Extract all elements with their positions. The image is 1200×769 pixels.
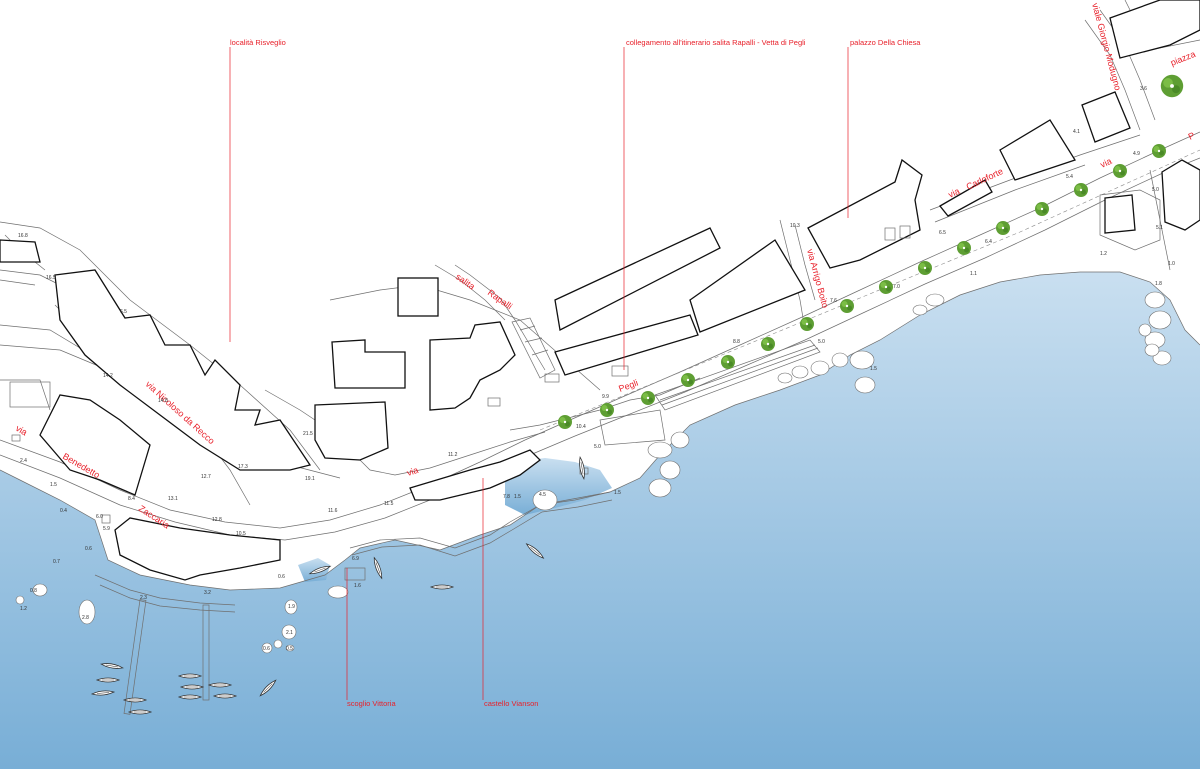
elevation-label: 14.8 [158, 398, 168, 404]
elevation-label: 3.2 [204, 590, 211, 596]
elevation-label: 19.1 [305, 476, 315, 482]
elevation-label: 0.6 [85, 546, 92, 552]
elevation-label: 2.8 [82, 615, 89, 621]
elevation-label: 12.7 [201, 474, 211, 480]
elevation-label: 11.6 [328, 508, 338, 514]
elevation-label: 8.4 [128, 496, 135, 502]
elevation-label: 10.4 [576, 424, 586, 430]
elevation-label: 1.8 [1155, 281, 1162, 287]
elevation-label: 2.3 [140, 595, 147, 601]
buildings [0, 0, 1200, 581]
elevation-label: 5.0 [594, 444, 601, 450]
elevation-label: 0.7 [53, 559, 60, 565]
elevation-label: 9.9 [602, 394, 609, 400]
elevation-label: 4.1 [1073, 129, 1080, 135]
elevation-label: 5.9 [103, 526, 110, 532]
elevation-label: 5.1 [1156, 225, 1163, 231]
elevation-label: 1.2 [20, 606, 27, 612]
rocks-breakwater [15, 291, 1172, 654]
elevation-label: 1.5 [50, 482, 57, 488]
elevation-label: 0.6 [263, 646, 270, 652]
elevation-label: 5.0 [818, 339, 825, 345]
label-castello-vianson: castello Vianson [484, 699, 538, 708]
street-pegli: Pegli [617, 378, 639, 394]
label-localita-risveglio: località Risveglio [230, 38, 286, 47]
elevation-label: 12.8 [212, 517, 222, 523]
elevation-label: 6.5 [939, 230, 946, 236]
elevation-label: 17.3 [238, 464, 248, 470]
elevation-label: 6.0 [96, 514, 103, 520]
elevation-label: 1.9 [288, 604, 295, 610]
elevation-label: 2.4 [20, 458, 27, 464]
elevation-label: 1.5 [870, 366, 877, 372]
elevation-label: 5.0 [1152, 187, 1159, 193]
street-piazza: piazza [1169, 49, 1197, 68]
elevation-label: 10.5 [236, 531, 246, 537]
elevation-label: 3.6 [1140, 86, 1147, 92]
street-via-right: via [1099, 156, 1114, 170]
elevation-label: 14.2 [103, 373, 113, 379]
elevation-label: 13.1 [168, 496, 178, 502]
elevation-label: 1.5 [514, 494, 521, 500]
elevation-label: 7.6 [830, 298, 837, 304]
elevation-label: 6.5 [120, 309, 127, 315]
elevation-label: 1.2 [1100, 251, 1107, 257]
elevation-label: 0.6 [278, 574, 285, 580]
annotation-leaders [229, 47, 849, 700]
elevation-label: 5.4 [1066, 174, 1073, 180]
elevation-label: 1.6 [354, 583, 361, 589]
elevation-label: 21.5 [303, 431, 313, 437]
street-salita: salita [454, 271, 477, 291]
label-collegamento: collegamento all'itinerario salita Rapal… [626, 38, 806, 47]
street-via-carloforte-a: via [947, 186, 962, 200]
elevation-label: 1.5 [614, 490, 621, 496]
street-via-left: via [14, 423, 29, 437]
elevation-label: 4.9 [1133, 151, 1140, 157]
spot-elevations: 16.8 16.5 14.2 14.8 17.3 19.1 21.5 12.7 … [18, 86, 1175, 652]
sea [0, 272, 1200, 769]
elevation-label: 0.4 [60, 508, 67, 514]
stairs-promenade [511, 317, 821, 446]
elevation-label: 6.9 [352, 556, 359, 562]
elevation-label: 10.3 [790, 223, 800, 229]
elevation-label: 11.2 [448, 452, 458, 458]
elevation-label: 0.8 [30, 588, 37, 594]
elevation-label: 4.5 [539, 492, 546, 498]
harbour-basin [505, 458, 612, 515]
street-p-right: P [1187, 130, 1197, 142]
elevation-label: 6.4 [985, 239, 992, 245]
elevation-label: 16.5 [46, 275, 56, 281]
elevation-label: 11.5 [384, 501, 394, 507]
elevation-label: 0.5 [286, 646, 293, 652]
street-via-main: via [406, 465, 420, 478]
label-palazzo-della-chiesa: palazzo Della Chiesa [850, 38, 921, 47]
elevation-label: 16.8 [18, 233, 28, 239]
elevation-label: 1.0 [1168, 261, 1175, 267]
label-scoglio-vittoria: scoglio Vittoria [347, 699, 396, 708]
elevation-label: 7.8 [503, 494, 510, 500]
elevation-label: 8.8 [733, 339, 740, 345]
elevation-label: 2.1 [286, 630, 293, 636]
elevation-label: 1.1 [970, 271, 977, 277]
elevation-label: 7.0 [893, 284, 900, 290]
